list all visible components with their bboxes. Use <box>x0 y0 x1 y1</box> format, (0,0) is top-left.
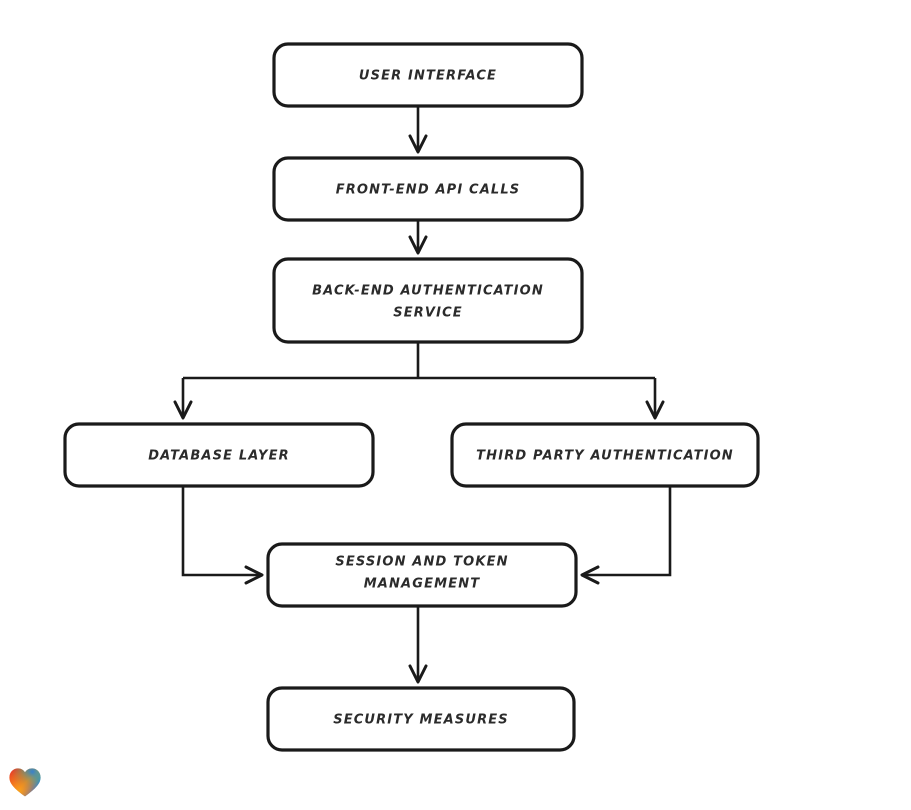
edge-session-to-security <box>408 606 428 684</box>
node-user-interface-label: USER INTERFACE <box>359 69 497 84</box>
node-user-interface[interactable]: USER INTERFACE <box>272 42 584 108</box>
node-session-and-token-management-shape <box>266 542 578 608</box>
edge-ui-to-api <box>408 106 428 154</box>
node-security-measures-label: SECURITY MEASURES <box>333 713 509 728</box>
node-database-layer-label: DATABASE LAYER <box>148 449 290 464</box>
node-front-end-api-calls[interactable]: FRONT-END API CALLS <box>272 156 584 222</box>
edge-backend-to-database <box>173 400 193 420</box>
edge-backend-split <box>181 342 657 416</box>
node-session-and-token-management-label-line1: SESSION AND TOKEN <box>335 555 508 570</box>
node-back-end-authentication-service-label-line1: BACK-END AUTHENTICATION <box>312 284 544 299</box>
node-session-and-token-management-label-line2: MANAGEMENT <box>364 577 481 592</box>
heart-icon <box>9 768 41 797</box>
edge-thirdparty-to-session <box>580 486 672 585</box>
node-user-interface-shape <box>272 42 584 108</box>
node-third-party-authentication[interactable]: THIRD PARTY AUTHENTICATION <box>450 422 760 488</box>
node-back-end-authentication-service-shape <box>272 257 584 344</box>
node-database-layer-shape <box>63 422 375 488</box>
node-security-measures[interactable]: SECURITY MEASURES <box>266 686 576 752</box>
node-third-party-authentication-shape <box>450 422 760 488</box>
edge-api-to-backend <box>408 220 428 255</box>
node-database-layer[interactable]: DATABASE LAYER <box>63 422 375 488</box>
node-session-and-token-management[interactable]: SESSION AND TOKEN MANAGEMENT <box>266 542 578 608</box>
node-security-measures-shape <box>266 686 576 752</box>
node-front-end-api-calls-label: FRONT-END API CALLS <box>336 183 521 198</box>
node-back-end-authentication-service[interactable]: BACK-END AUTHENTICATION SERVICE <box>272 257 584 344</box>
edge-database-to-session <box>181 486 264 585</box>
node-front-end-api-calls-shape <box>272 156 584 222</box>
edge-backend-to-thirdparty <box>645 400 665 420</box>
node-third-party-authentication-label: THIRD PARTY AUTHENTICATION <box>476 449 734 464</box>
node-back-end-authentication-service-label-line2: SERVICE <box>393 306 463 321</box>
